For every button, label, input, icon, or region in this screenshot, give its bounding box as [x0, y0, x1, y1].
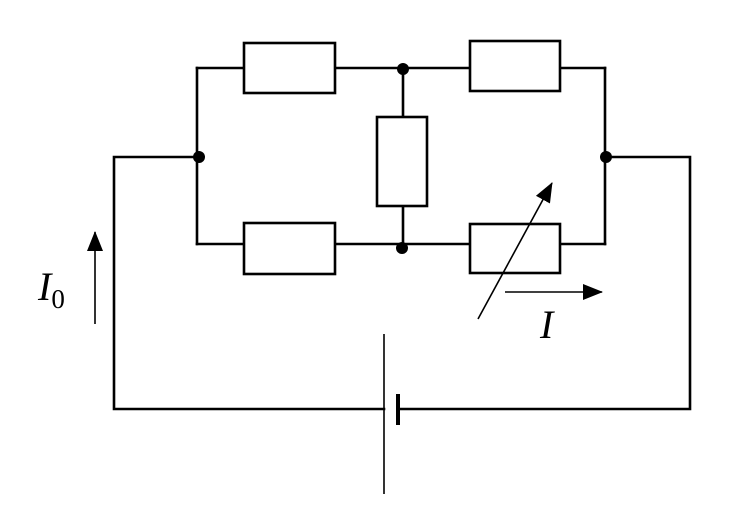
- resistor-top-left: [242, 41, 337, 95]
- resistor-bottom-left: [242, 221, 337, 276]
- variable-resistor: [468, 222, 562, 275]
- resistor-middle: [375, 115, 429, 208]
- branch-current-label: I: [539, 302, 555, 347]
- junction-node-bottom: [396, 242, 408, 254]
- total-current-symbol: I: [37, 264, 53, 309]
- outer-loop-left-wire: [112, 155, 386, 411]
- bridge-network: [193, 39, 612, 320]
- outer-loop: [112, 155, 692, 494]
- variable-resistor-arrow: [477, 182, 553, 320]
- resistor-top-right: [468, 39, 562, 93]
- total-current-label: I0: [37, 264, 65, 314]
- outer-loop-right-wire: [396, 155, 692, 411]
- junction-node-top: [397, 63, 409, 75]
- total-current-subscript: 0: [51, 284, 65, 314]
- current-annotations: I0 I: [37, 231, 603, 347]
